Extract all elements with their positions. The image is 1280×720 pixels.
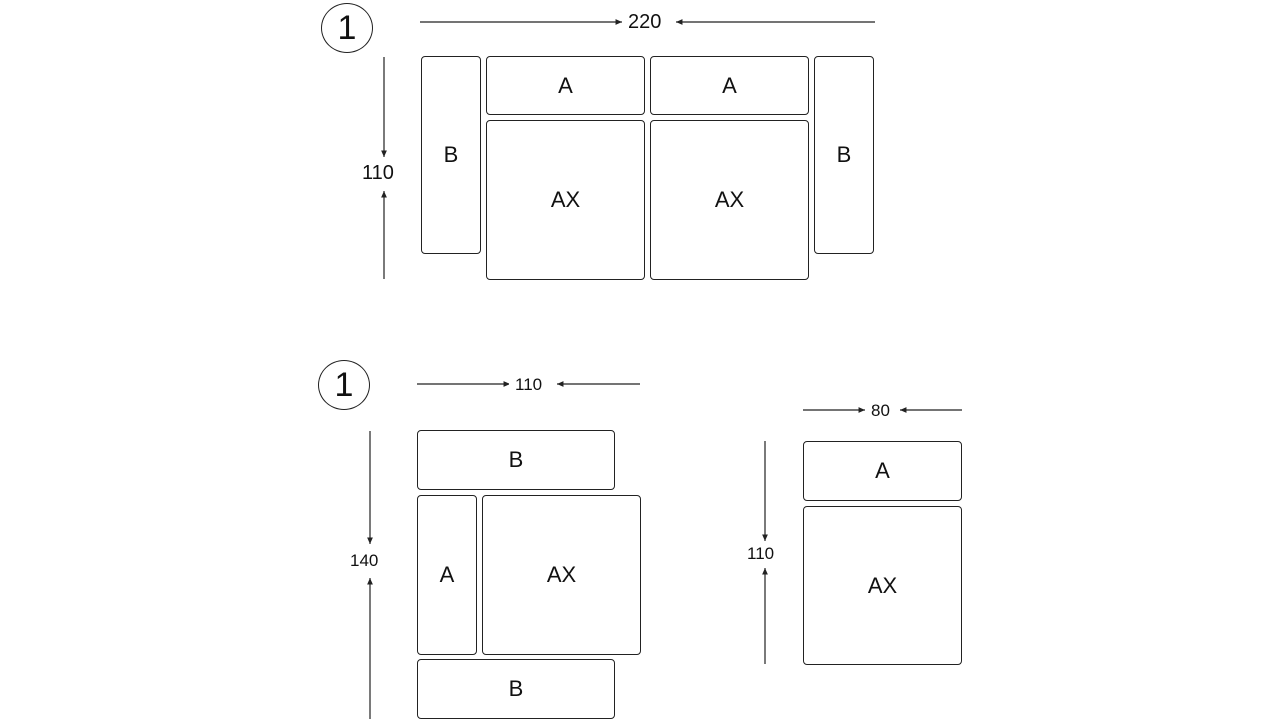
diagram3-width-label: 80 <box>865 402 896 419</box>
diagram3-seat: AX <box>803 506 962 665</box>
diagram2-height-label: 140 <box>344 552 385 569</box>
diagram2-seat: AX <box>482 495 641 655</box>
diagram1-seat-right: AX <box>650 120 809 280</box>
diagram2-width-label: 110 <box>509 376 549 393</box>
diagram1-seat-left: AX <box>486 120 645 280</box>
diagram1-width-label: 220 <box>622 12 668 32</box>
diagram1-back-right: A <box>650 56 809 115</box>
diagram1-back-left: A <box>486 56 645 115</box>
diagram2-back: A <box>417 495 477 655</box>
diagram2-arm-top: B <box>417 430 615 490</box>
diagram1-number-badge: 1 <box>321 3 373 53</box>
diagram1-height-label: 110 <box>356 163 400 183</box>
diagram2-number-badge: 1 <box>318 360 370 410</box>
diagram2-arm-bottom: B <box>417 659 615 719</box>
diagram3-back: A <box>803 441 962 501</box>
diagram3-height-label: 110 <box>741 545 781 562</box>
diagram1-arm-left: B <box>421 56 481 254</box>
diagram1-arm-right: B <box>814 56 874 254</box>
